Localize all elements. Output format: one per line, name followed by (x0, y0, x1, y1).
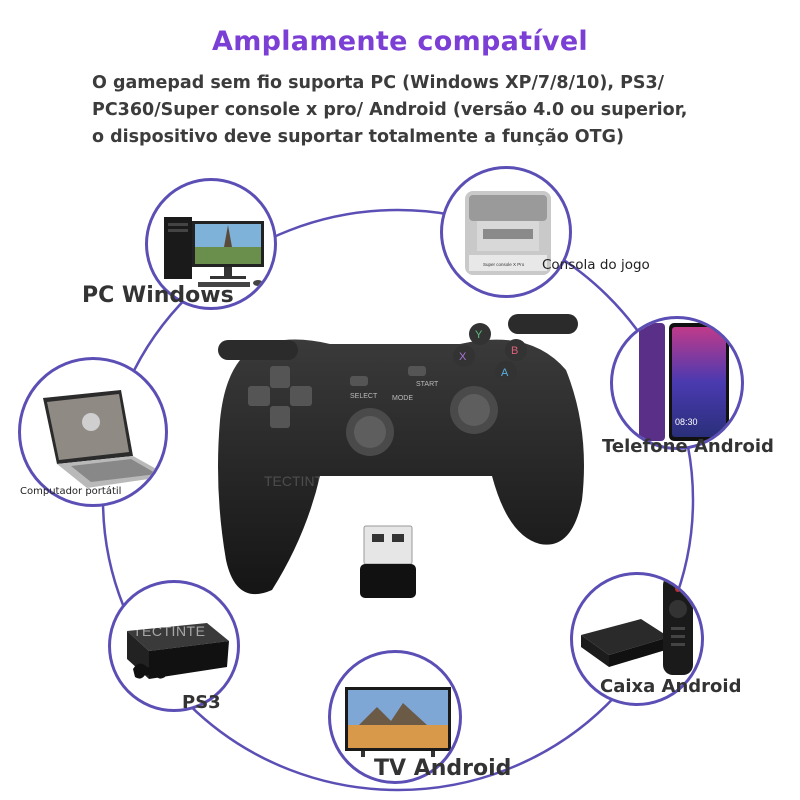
page-title: Amplamente compatível (212, 26, 588, 57)
retro-console-icon: Super console X Pro (465, 191, 551, 275)
x-label: X (459, 351, 467, 363)
tv-box-remote-icon (581, 575, 693, 675)
a-button (495, 361, 517, 383)
phone-label: Telefone Android (602, 436, 774, 457)
dpad-right (290, 386, 312, 406)
start-button (408, 366, 426, 376)
description-line: PC360/Super console x pro/ Android (vers… (92, 100, 688, 120)
y-button (469, 323, 491, 345)
console-brand: Super console X Pro (483, 262, 525, 267)
gamepad-controller: SELECT MODE START Y B X A TECTINTER (218, 314, 584, 595)
gamepad-watermark: TECTINTER (264, 473, 343, 489)
ps3-watermark: TECTINTE (133, 623, 206, 639)
pc-circle (145, 178, 277, 310)
tv-circle (328, 650, 462, 784)
android-phone-icon: 08:30 (639, 323, 729, 441)
console-circle: Super console X Pro (440, 166, 572, 298)
x-button (453, 345, 475, 367)
desktop-pc-icon (164, 217, 264, 287)
box-label: Caixa Android (600, 676, 742, 697)
select-button (350, 376, 368, 386)
laptop-circle (18, 357, 168, 507)
phone-circle: 08:30 (610, 316, 744, 450)
description: O gamepad sem fio suporta PC (Windows XP… (92, 70, 732, 151)
tv-label: TV Android (374, 756, 512, 781)
pc-label: PC Windows (82, 283, 234, 308)
ps3-label: PS3 (182, 692, 221, 713)
dpad-left (248, 386, 270, 406)
a-label: A (501, 367, 509, 379)
b-label: B (511, 345, 518, 357)
dpad-down (270, 406, 290, 428)
phone-clock: 08:30 (675, 417, 698, 427)
description-line: o dispositivo deve suportar totalmente a… (92, 127, 624, 147)
tv-icon (345, 687, 451, 757)
y-label: Y (475, 329, 483, 341)
b-button (505, 339, 527, 361)
select-text: SELECT (350, 393, 378, 400)
start-text: START (416, 381, 439, 388)
dpad-up (270, 366, 290, 388)
ps3-circle: TECTINTE (108, 580, 240, 712)
ps3-console-icon (127, 623, 229, 679)
description-line: O gamepad sem fio suporta PC (Windows XP… (92, 73, 665, 93)
console-label: Consola do jogo (542, 257, 650, 273)
laptop-label: Computador portátil (20, 486, 122, 497)
box-circle (570, 572, 704, 706)
mode-text: MODE (392, 395, 413, 402)
laptop-icon (43, 390, 165, 488)
usb-receiver-icon (360, 525, 416, 598)
